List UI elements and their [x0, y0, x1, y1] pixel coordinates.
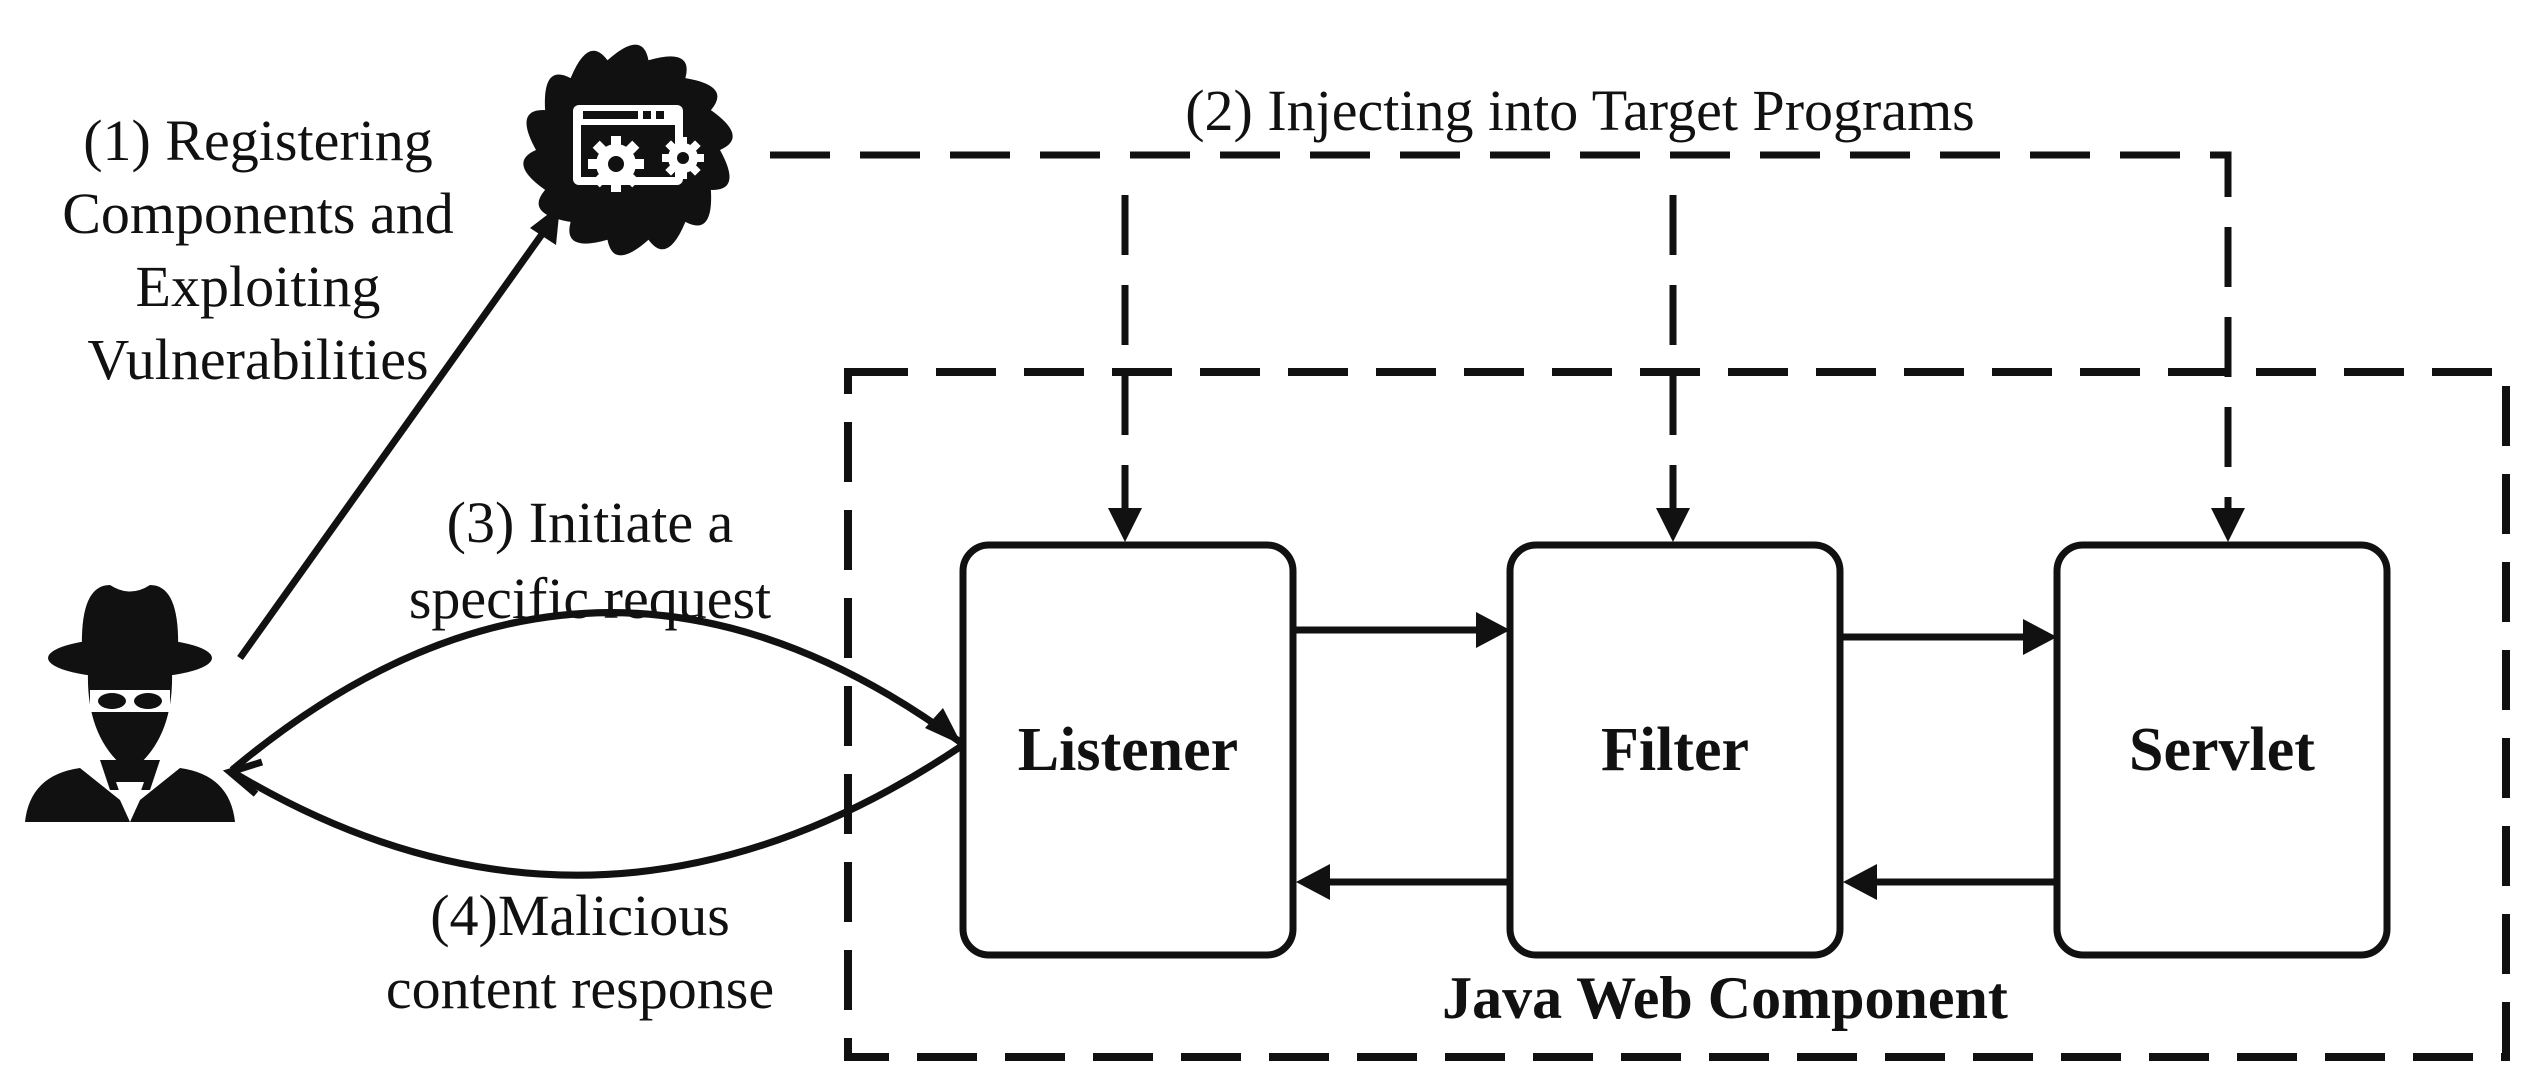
- servlet-label: Servlet: [2129, 716, 2315, 784]
- response-label: (4)Malicious content response: [386, 883, 774, 1021]
- request-arrowhead: [925, 708, 962, 745]
- register-arrow: [237, 227, 548, 661]
- response-arrowhead: [222, 758, 264, 797]
- java-web-component-container: [844, 368, 2510, 1061]
- request-label: (3) Initiate a specific request: [409, 490, 771, 631]
- response-curve: [234, 742, 965, 879]
- request-curve: [229, 609, 963, 773]
- injection-line: [770, 151, 2232, 535]
- injection-arrowhead-filter: [1656, 508, 1690, 542]
- arrowhead-filter-to-servlet: [2023, 619, 2057, 655]
- arrowhead-servlet-to-filter: [1843, 864, 1877, 900]
- response-line-2: content response: [386, 956, 774, 1021]
- listener-label: Listener: [1018, 716, 1238, 784]
- register-line-2: Components and: [62, 181, 453, 246]
- injection-arrowhead-listener: [1108, 508, 1142, 542]
- filter-box: [1506, 541, 1844, 959]
- request-line-1: (3) Initiate a: [447, 490, 734, 555]
- filter-label: Filter: [1601, 716, 1749, 784]
- register-line-3: Exploiting: [136, 254, 381, 319]
- injection-arrowhead-servlet: [2211, 508, 2245, 542]
- arrowhead-filter-to-listener: [1296, 864, 1330, 900]
- listener-box: [959, 541, 1297, 959]
- register-label: (1) Registering Components and Exploitin…: [62, 108, 453, 392]
- arrowhead-listener-to-filter: [1476, 612, 1510, 648]
- request-line-2: specific request: [409, 566, 771, 631]
- container-label: Java Web Component: [1442, 965, 2008, 1031]
- register-line-4: Vulnerabilities: [87, 327, 428, 392]
- hacker-icon: [25, 585, 235, 822]
- response-line-1: (4)Malicious: [430, 883, 730, 948]
- register-line-1: (1) Registering: [83, 108, 433, 173]
- servlet-box: [2053, 541, 2391, 959]
- malware-gear-icon: [523, 44, 733, 256]
- inject-label: (2) Injecting into Target Programs: [1185, 78, 1975, 143]
